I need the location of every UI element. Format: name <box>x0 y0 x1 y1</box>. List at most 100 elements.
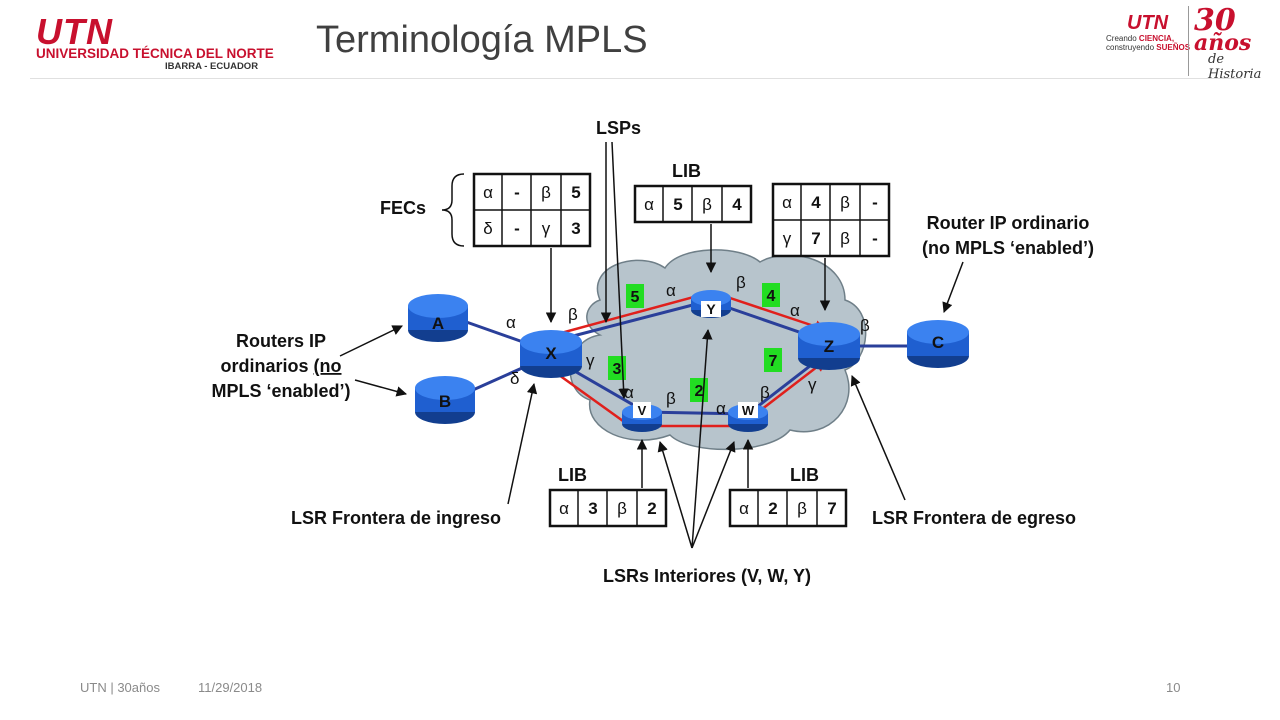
port-z-beta: β <box>860 316 870 335</box>
annotation-arrows <box>339 141 964 549</box>
lib-z-cell: - <box>872 193 878 212</box>
router-w-label: W <box>742 403 755 418</box>
lib-y-cell: α <box>644 195 654 214</box>
lib-w-cell: 2 <box>768 499 777 518</box>
router-w: W <box>728 402 768 432</box>
fec-cell: 5 <box>571 183 580 202</box>
fec-cell: 3 <box>571 219 580 238</box>
router-z: Z <box>798 322 860 370</box>
lib-z-cell: 7 <box>811 229 820 248</box>
lsp-x-v-w-z <box>551 359 827 428</box>
anniversary-word: años <box>1194 30 1252 56</box>
lib-v-cell: 2 <box>647 499 656 518</box>
port-y-beta: β <box>736 273 746 292</box>
footer-brand: UTN | 30años <box>80 680 160 695</box>
utn-anniversary-brand: UTN <box>1127 12 1169 34</box>
utn-logo-name: UNIVERSIDAD TÉCNICA DEL NORTE <box>36 46 274 61</box>
label-boxes: 5 4 3 2 7 <box>608 283 782 402</box>
fec-cell: δ <box>483 219 492 238</box>
router-a-label: A <box>432 314 444 333</box>
lib-z-table: α 4 β - γ 7 β - <box>771 182 891 258</box>
footer-date: 11/29/2018 <box>198 680 263 695</box>
arrow-router-a <box>339 325 403 357</box>
lib-y-label: LIB <box>672 161 701 181</box>
port-w-alpha: α <box>716 399 726 418</box>
label-box-7: 7 <box>769 353 778 370</box>
router-c: C <box>907 320 969 368</box>
lib-w-cell: β <box>797 499 807 518</box>
lib-w-cell: α <box>739 499 749 518</box>
fec-brace <box>441 173 465 247</box>
router-ip-label-2: (no MPLS ‘enabled’) <box>922 238 1094 258</box>
lib-z-cell: α <box>782 193 792 212</box>
arrow-lsps-2 <box>611 141 629 400</box>
router-ip-label-1: Router IP ordinario <box>927 213 1090 233</box>
fec-cell: - <box>514 183 520 202</box>
routers-ip-label-1: Routers IP <box>236 331 326 351</box>
link-x-y <box>549 298 713 344</box>
port-z-alpha: α <box>790 301 800 320</box>
label-box-3: 3 <box>613 361 622 378</box>
lib-y-cell: 5 <box>673 195 682 214</box>
utn-logo-location: IBARRA - ECUADOR <box>165 61 259 72</box>
arrow-int-w <box>691 441 736 549</box>
arrow-int-v <box>657 440 693 549</box>
lib-z-cell: β <box>840 193 850 212</box>
lib-z-cell: - <box>872 229 878 248</box>
lsr-ingreso-label: LSR Frontera de ingreso <box>291 508 501 528</box>
lib-v-cell: β <box>617 499 627 518</box>
lsr-interiores-label: LSRs Interiores (V, W, Y) <box>603 566 811 586</box>
lib-v-cell: α <box>559 499 569 518</box>
router-b-label: B <box>439 392 451 411</box>
arrow-lsr-egreso <box>850 375 906 501</box>
label-box-5: 5 <box>631 289 640 306</box>
fec-table: α - β 5 δ - γ 3 <box>472 172 592 248</box>
lib-z-cell: γ <box>783 229 792 248</box>
lib-v-table: α 3 β 2 <box>548 488 668 528</box>
router-z-label: Z <box>824 337 834 356</box>
port-x-gamma: γ <box>586 351 595 370</box>
router-y-label: Y <box>706 301 716 317</box>
header-rule <box>30 78 1242 79</box>
logo-divider <box>1188 6 1189 76</box>
router-x-label: X <box>545 344 557 363</box>
anniversary-number: 30 <box>1194 3 1236 38</box>
lib-y-cell: 4 <box>732 195 742 214</box>
lib-y-table: α 5 β 4 <box>633 184 753 224</box>
arrow-router-b <box>354 379 408 397</box>
port-v-alpha: α <box>624 383 634 402</box>
label-box-4: 4 <box>767 288 776 305</box>
router-y: Y <box>691 290 731 318</box>
router-a: A <box>408 294 468 342</box>
fec-cell: α <box>483 183 493 202</box>
slide-title: Terminología MPLS <box>316 19 648 61</box>
utn-logo-brand: UTN <box>36 11 113 52</box>
lib-z-cell: β <box>840 229 850 248</box>
fecs-label: FECs <box>380 198 426 218</box>
lib-v-label: LIB <box>558 465 587 485</box>
port-y-alpha: α <box>666 281 676 300</box>
arrow-router-c <box>942 261 964 313</box>
router-c-label: C <box>932 333 944 352</box>
routers-ip-label-3: MPLS ‘enabled’) <box>211 381 350 401</box>
utn-tagline-2: construyendo SUEÑOS <box>1106 43 1191 52</box>
routers-ip-label-2: ordinarios (no <box>221 356 342 376</box>
mpls-cloud <box>569 249 867 451</box>
page-number: 10 <box>1166 680 1181 695</box>
fec-cell: - <box>514 219 520 238</box>
port-z-gamma: γ <box>808 375 817 394</box>
lib-w-cell: 7 <box>827 499 836 518</box>
lib-y-cell: β <box>702 195 712 214</box>
router-x: X <box>520 330 582 378</box>
label-box-2: 2 <box>695 383 704 400</box>
lib-v-cell: 3 <box>588 499 597 518</box>
port-x-alpha: α <box>506 313 516 332</box>
port-w-beta: β <box>760 383 770 402</box>
lsr-egreso-label: LSR Frontera de egreso <box>872 508 1076 528</box>
router-b: B <box>415 376 475 424</box>
port-labels: α β γ δ α β α β γ α β α β <box>506 273 870 418</box>
fec-cell: γ <box>542 219 551 238</box>
port-v-beta: β <box>666 389 676 408</box>
arrow-int-y <box>691 328 713 549</box>
